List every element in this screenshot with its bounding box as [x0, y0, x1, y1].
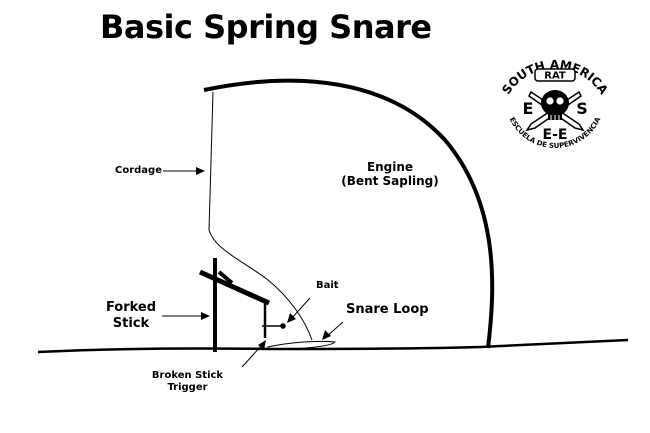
forked-stick-label: Forked Stick [98, 300, 164, 332]
school-logo: SOUTH AMERICA ESCUELA DE SUPERVIVENCIA R… [499, 58, 611, 151]
forked-stick-arrow [162, 312, 210, 320]
svg-text:E: E [523, 99, 534, 118]
bait-dot [280, 323, 286, 329]
svg-text:S: S [576, 99, 588, 118]
forked-stick-diagonal [198, 269, 271, 306]
trigger-label-line1: Broken Stick [151, 370, 224, 381]
trigger-arrow [241, 340, 266, 368]
diagram-title: Basic Spring Snare [100, 8, 432, 46]
forked-stick-label-line1: Forked [105, 300, 157, 315]
cordage-line [208, 91, 313, 341]
trigger-label: Broken Stick Trigger [140, 370, 235, 394]
bait-arrow [287, 297, 311, 323]
bait-label: Bait [316, 280, 339, 291]
cordage-label: Cordage [115, 165, 162, 176]
bent-sapling [203, 78, 495, 349]
engine-label-line1: Engine [366, 160, 414, 174]
logo-skull [541, 90, 569, 116]
ground-line [37, 338, 629, 354]
snare-loop-arrow [322, 321, 344, 340]
snare-loop [267, 340, 336, 350]
snare-loop-label: Snare Loop [346, 302, 429, 317]
forked-stick-label-line2: Stick [112, 316, 150, 331]
trigger-label-line2: Trigger [167, 382, 208, 393]
engine-label-line2: (Bent Sapling) [341, 174, 439, 188]
svg-text:RAT: RAT [544, 71, 566, 82]
engine-label: Engine (Bent Sapling) [340, 160, 440, 188]
logo-rat-banner [534, 68, 576, 82]
svg-text:E-E: E-E [543, 127, 568, 143]
forked-stick-branch [217, 270, 234, 285]
cordage-arrow [163, 167, 205, 175]
